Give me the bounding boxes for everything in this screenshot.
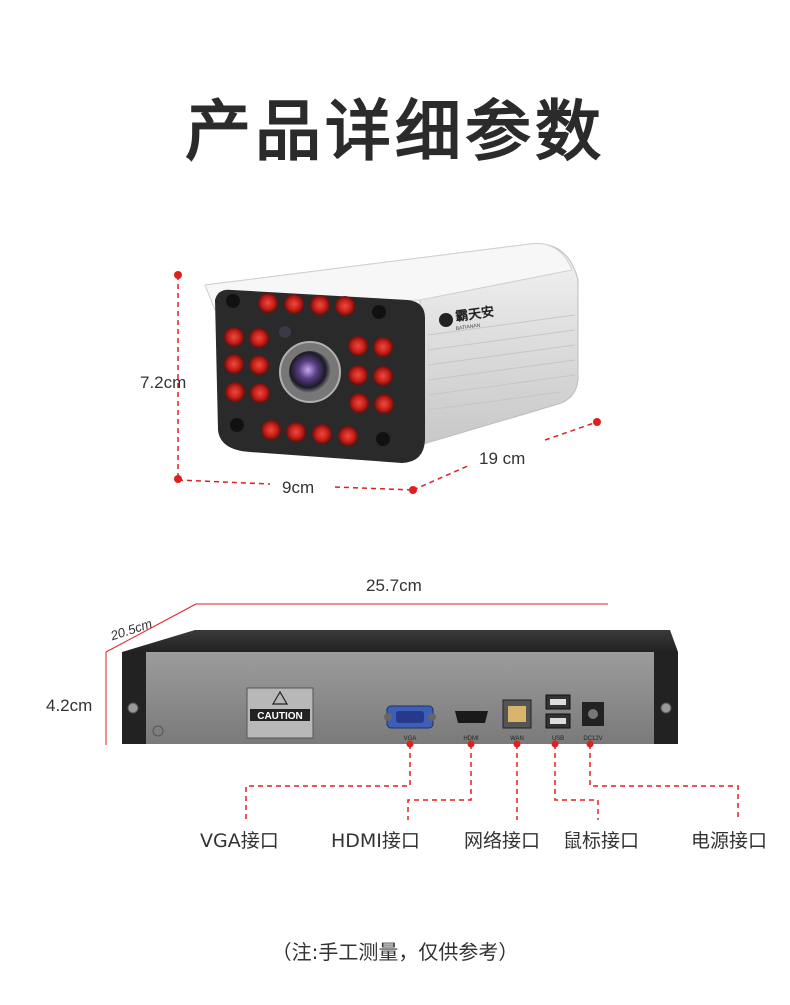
hdmi-port-label: HDMI接口 (331, 830, 420, 852)
mouse-port-label: 鼠标接口 (563, 830, 640, 852)
vga-port-code: VGA (404, 736, 417, 742)
callout-dot (513, 740, 521, 748)
power-port-label: 电源接口 (691, 830, 768, 852)
camera-image: 霸天安 BATIANAN (204, 243, 579, 463)
usb-port-code: USB (552, 736, 564, 742)
caution-label: CAUTION (257, 711, 303, 722)
camera-height-label: 7.2cm (140, 373, 187, 392)
callout-dot (467, 740, 475, 748)
camera-length-label: 19 cm (479, 449, 526, 468)
dimension-dot (174, 475, 182, 483)
nvr-dimension-lines (105, 603, 608, 745)
measurement-note: （注:手工测量，仅供参考） (271, 940, 519, 964)
nvr-height-label: 4.2cm (46, 696, 93, 715)
wan-port-code: WAN (510, 736, 524, 742)
nvr-image: CAUTION VGA HDMI WAN USB DC12V (122, 630, 678, 744)
callout-dot (406, 740, 414, 748)
hdmi-port-code: HDMI (463, 736, 479, 742)
dimension-dot (409, 486, 417, 494)
dimension-dot (174, 271, 182, 279)
camera-width-label: 9cm (282, 478, 315, 497)
camera-dimension-lines (177, 275, 598, 491)
dimension-dot (593, 418, 601, 426)
port-callout-lines (245, 744, 739, 820)
vga-port-label: VGA接口 (200, 830, 279, 852)
callout-dot (551, 740, 559, 748)
network-port-label: 网络接口 (464, 830, 541, 852)
camera-brand: 霸天安 (454, 304, 495, 324)
page-title: 产品详细参数 (185, 93, 605, 170)
dc-port-code: DC12V (583, 736, 602, 742)
nvr-width-label: 25.7cm (366, 576, 422, 595)
camera-brand-sub: BATIANAN (455, 323, 481, 332)
callout-dot (586, 740, 594, 748)
